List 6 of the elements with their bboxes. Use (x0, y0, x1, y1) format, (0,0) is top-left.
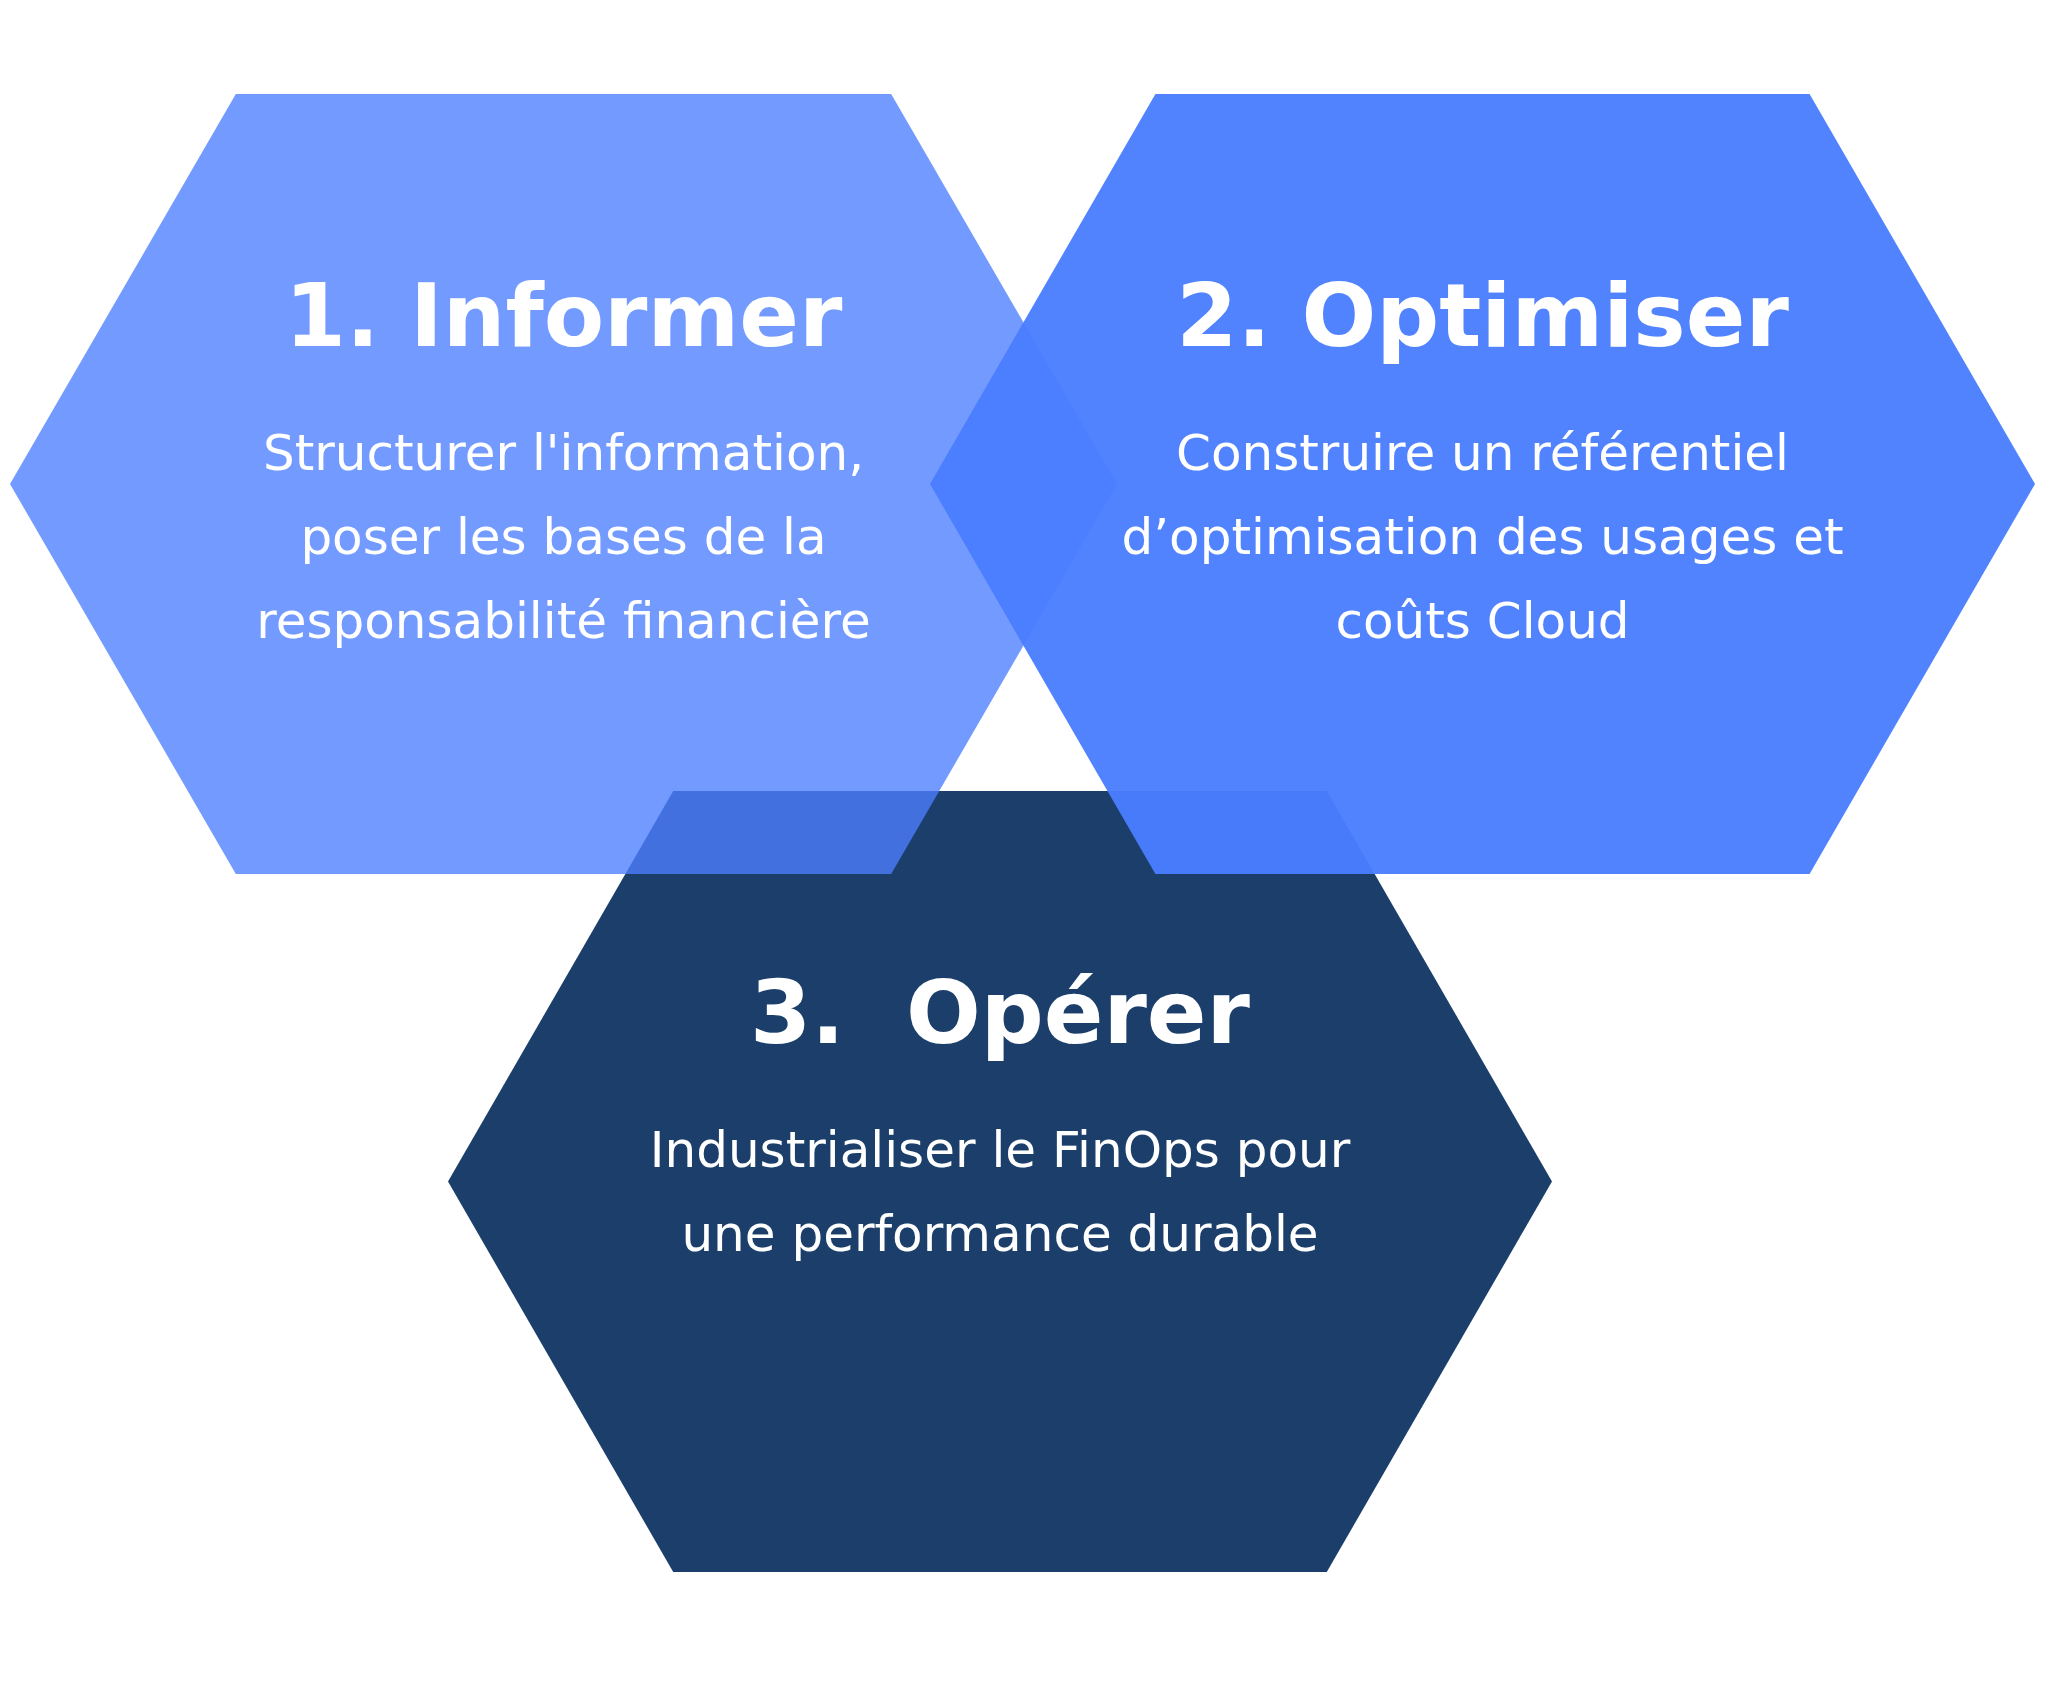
step-title: 3. Opérer (750, 961, 1250, 1064)
step-description: Structurer l'information, poser les bases de la responsabilité financière (255, 423, 872, 652)
step-description: Construire un référentiel d’optimisation des usages et coûts Cloud (1120, 423, 1845, 652)
step-description: Industrialiser le FinOps pour une performance durable (648, 1120, 1352, 1265)
step-title: 1. Informer (284, 264, 843, 367)
step-title: 2. Optimiser (1176, 264, 1789, 367)
